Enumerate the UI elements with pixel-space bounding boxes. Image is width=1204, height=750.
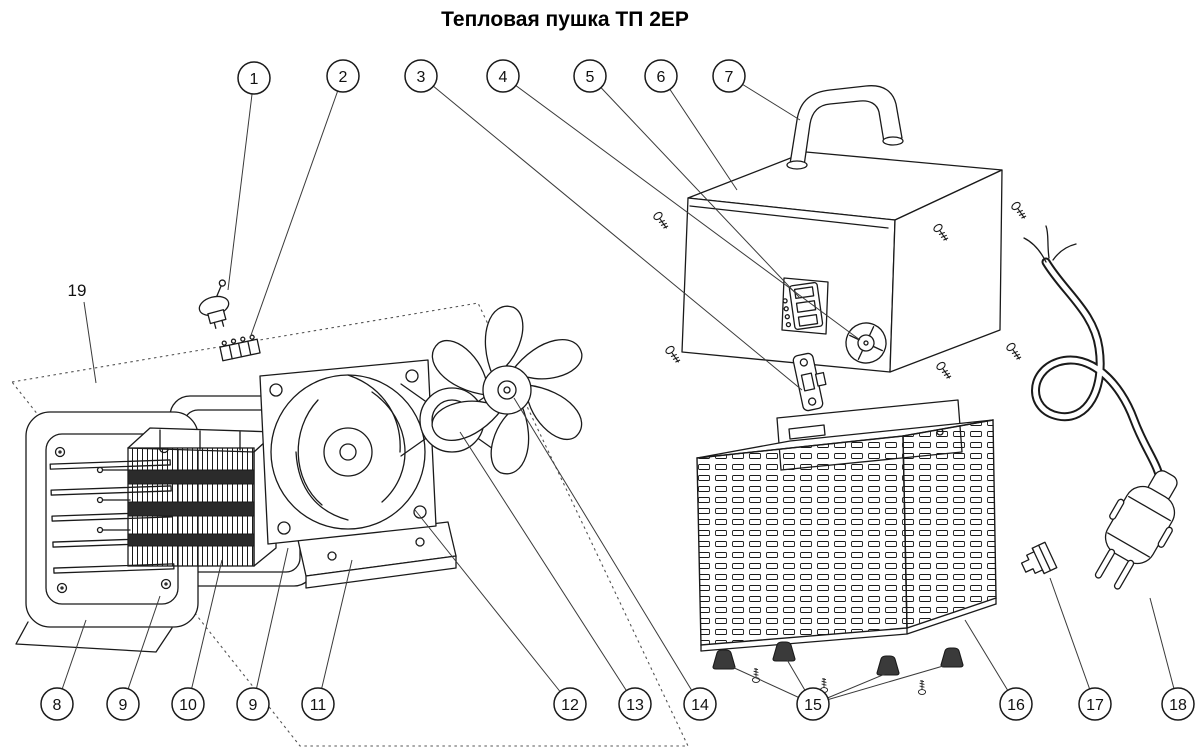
screw-icon: [664, 344, 683, 366]
screw-icon: [1005, 341, 1024, 363]
foot-icon: [940, 647, 964, 668]
part-toggle-switch: [198, 279, 230, 329]
callout-15: 15: [796, 687, 830, 721]
leader-lines: [56, 75, 1179, 705]
svg-text:11: 11: [310, 697, 327, 714]
svg-text:2: 2: [339, 69, 348, 86]
svg-text:14: 14: [691, 697, 709, 714]
screw-icon: [935, 360, 954, 382]
part-power-cord: [1023, 225, 1167, 492]
screw-icon: [1010, 200, 1029, 222]
callout-10: 10: [171, 687, 205, 721]
part-power-plug: [1094, 470, 1178, 590]
callout-11: 11: [301, 687, 335, 721]
svg-text:13: 13: [626, 697, 644, 714]
callout-13: 13: [618, 687, 652, 721]
part-carry-handle: [786, 85, 904, 170]
screw-icon: [917, 679, 927, 695]
svg-text:12: 12: [561, 697, 579, 714]
part-housing-cover: [681, 151, 1003, 373]
callout-2: 2: [326, 59, 360, 93]
screw-icon: [652, 210, 671, 232]
svg-text:10: 10: [179, 697, 197, 714]
callouts: 1 2 3 4 5 6 7 8 9: [40, 59, 1195, 721]
svg-text:9: 9: [249, 697, 258, 714]
callout-9b: 9: [236, 687, 270, 721]
callout-8: 8: [40, 687, 74, 721]
svg-text:1: 1: [250, 71, 259, 88]
svg-text:17: 17: [1086, 697, 1104, 714]
callout-4: 4: [486, 59, 520, 93]
part-rear-grille-cage: [696, 419, 997, 652]
svg-text:9: 9: [119, 697, 128, 714]
part-fan-frame: [259, 359, 437, 545]
svg-text:18: 18: [1169, 697, 1187, 714]
part-feet: [712, 641, 964, 695]
callout-18: 18: [1161, 687, 1195, 721]
foot-icon: [712, 649, 736, 670]
diagram-title: Тепловая пушка ТП 2ЕР: [441, 8, 689, 31]
part-thermostat-bracket: [792, 352, 827, 412]
callout-19: 19: [68, 281, 87, 300]
callout-7: 7: [712, 59, 746, 93]
screw-icon: [751, 667, 761, 683]
callout-5: 5: [573, 59, 607, 93]
part-impeller: [428, 299, 586, 481]
svg-text:7: 7: [725, 69, 734, 86]
part-cord-grommet: [1020, 541, 1058, 575]
callout-1: 1: [237, 61, 271, 95]
foot-icon: [876, 655, 900, 676]
svg-text:3: 3: [417, 69, 426, 86]
svg-text:15: 15: [804, 697, 822, 714]
callout-17: 17: [1078, 687, 1112, 721]
svg-text:4: 4: [499, 69, 508, 86]
callout-14: 14: [683, 687, 717, 721]
callout-3: 3: [404, 59, 438, 93]
callout-12: 12: [553, 687, 587, 721]
svg-text:8: 8: [53, 697, 62, 714]
svg-text:5: 5: [586, 69, 595, 86]
callout-9a: 9: [106, 687, 140, 721]
callout-6: 6: [644, 59, 678, 93]
svg-text:16: 16: [1007, 697, 1025, 714]
callout-16: 16: [999, 687, 1033, 721]
svg-text:6: 6: [657, 69, 666, 86]
part-terminal-block: [219, 334, 261, 362]
part-adjuster-wheel: [845, 322, 887, 364]
